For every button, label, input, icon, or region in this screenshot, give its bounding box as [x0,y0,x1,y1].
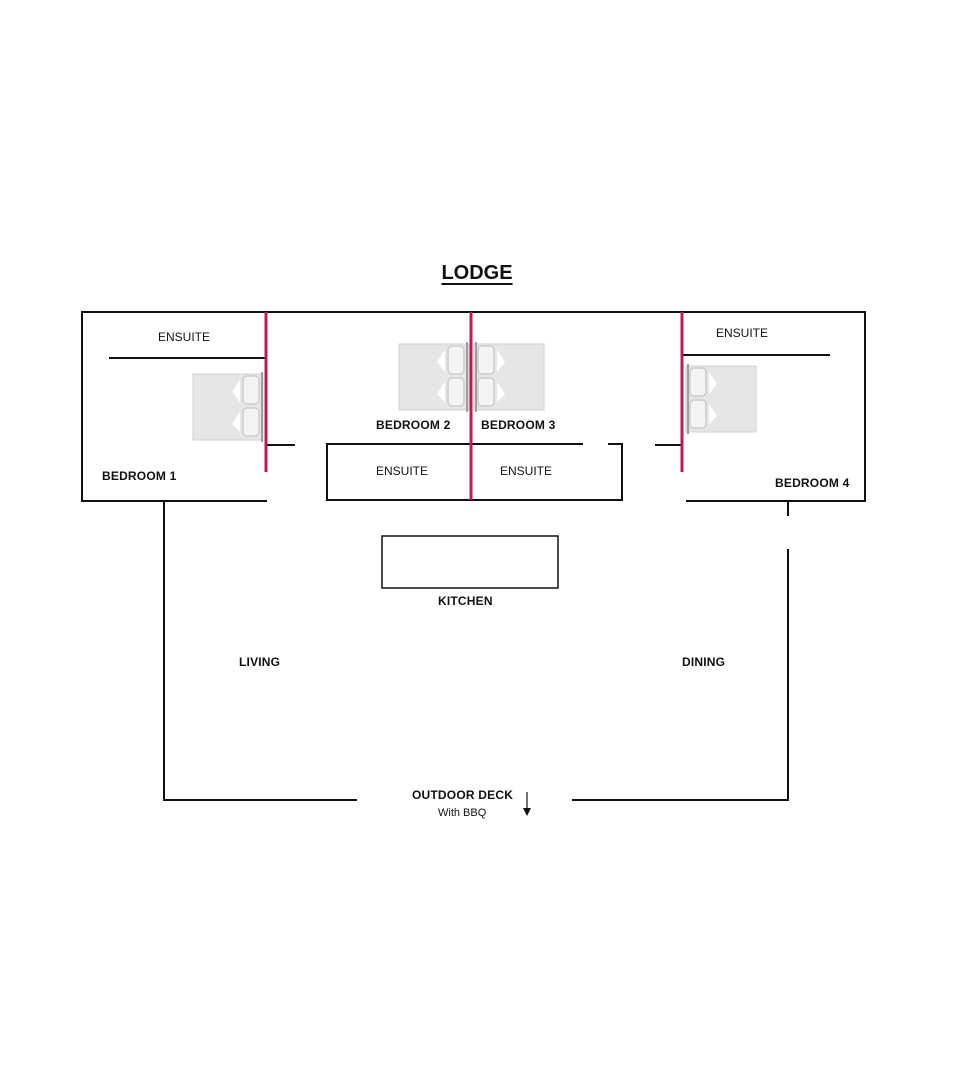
bedroom-3-label: BEDROOM 3 [481,418,556,432]
partitions [264,312,684,500]
ensuite-3-label: ENSUITE [500,464,553,478]
outdoor-deck-label: OUTDOOR DECK [412,788,514,802]
kitchen-label: KITCHEN [438,594,493,608]
living-label: LIVING [239,655,281,669]
bed-icon [473,342,545,412]
dining-label: DINING [682,655,726,669]
bedroom-1-label: BEDROOM 1 [102,469,177,483]
arrow-down-icon [523,792,531,816]
plan-title: LODGE [441,262,513,284]
kitchen-island [381,535,559,589]
walls [81,311,866,801]
bedroom-2-label: BEDROOM 2 [376,418,451,432]
bed-icon [685,364,757,434]
outdoor-deck-note: With BBQ [438,807,487,819]
ensuite-4-label: ENSUITE [716,326,769,340]
ensuite-1-label: ENSUITE [158,330,211,344]
bed-icon [398,342,470,412]
bedroom-4-label: BEDROOM 4 [775,476,850,490]
ensuite-2-label: ENSUITE [376,464,429,478]
bed-icon [192,372,264,442]
